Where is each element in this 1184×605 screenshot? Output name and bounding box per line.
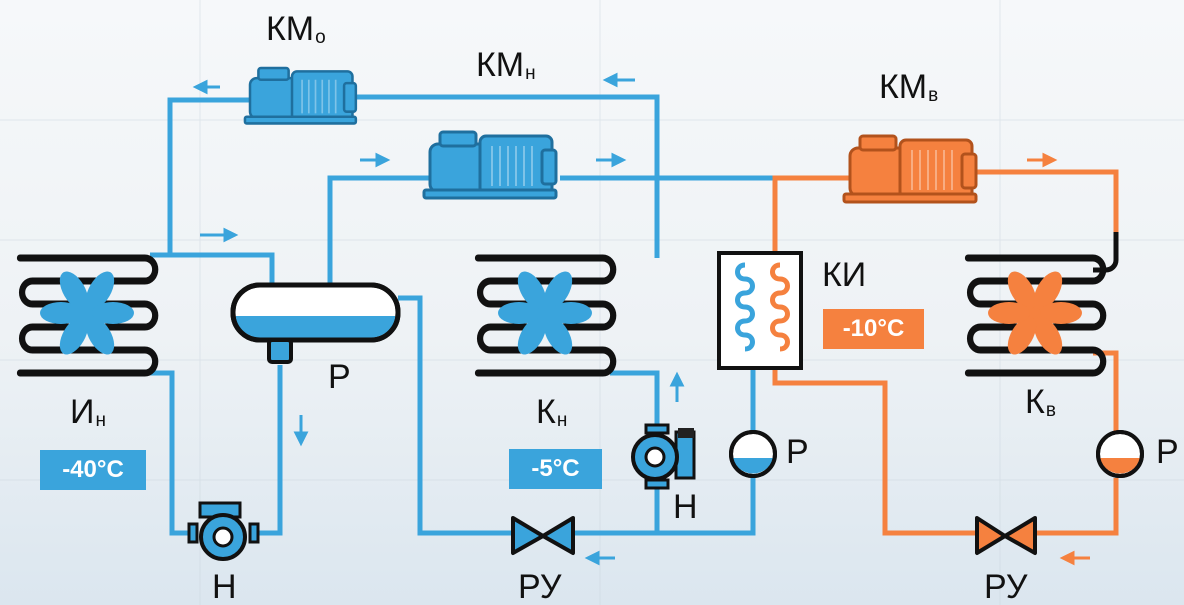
condenser-mid <box>478 258 613 373</box>
receiver-high <box>1096 430 1144 478</box>
label-compressor-high: КМв <box>879 68 939 106</box>
label-cascade-exchanger: КИ <box>822 256 867 294</box>
flow-arrows-orange <box>1027 152 1090 566</box>
label-receiver-main: Р <box>328 358 351 396</box>
pump-mid <box>631 423 696 490</box>
compressor-low-main <box>243 66 358 125</box>
label-pump-mid: Н <box>673 488 698 526</box>
label-pump-low: Н <box>212 568 237 605</box>
label-valve-high: РУ <box>984 568 1028 605</box>
label-valve-mid: РУ <box>518 568 562 605</box>
compressor-high <box>842 134 978 204</box>
flow-arrows-blue <box>192 72 685 566</box>
temperature-badge-mid: -5°C <box>509 449 602 489</box>
label-condenser-mid: Кн <box>536 393 568 431</box>
temperature-badge-low: -40°C <box>40 450 146 490</box>
evaporator-low <box>20 258 155 373</box>
temperature-badge-high: -10°C <box>823 309 924 349</box>
cascade-exchanger <box>717 251 803 370</box>
label-receiver-high: Р <box>1156 433 1179 471</box>
label-receiver-mid: Р <box>786 433 809 471</box>
label-compressor-mid: КМн <box>476 46 536 84</box>
receiver-main <box>230 282 401 364</box>
valve-mid <box>511 516 575 555</box>
label-condenser-high: Кв <box>1025 383 1056 421</box>
pump-low <box>187 501 260 561</box>
compressor-mid <box>422 130 558 200</box>
condenser-high <box>968 258 1103 373</box>
label-evaporator-low: Ин <box>70 393 106 431</box>
receiver-mid <box>729 430 777 478</box>
valve-high <box>975 516 1037 555</box>
label-compressor-low-main: КМо <box>266 10 326 48</box>
